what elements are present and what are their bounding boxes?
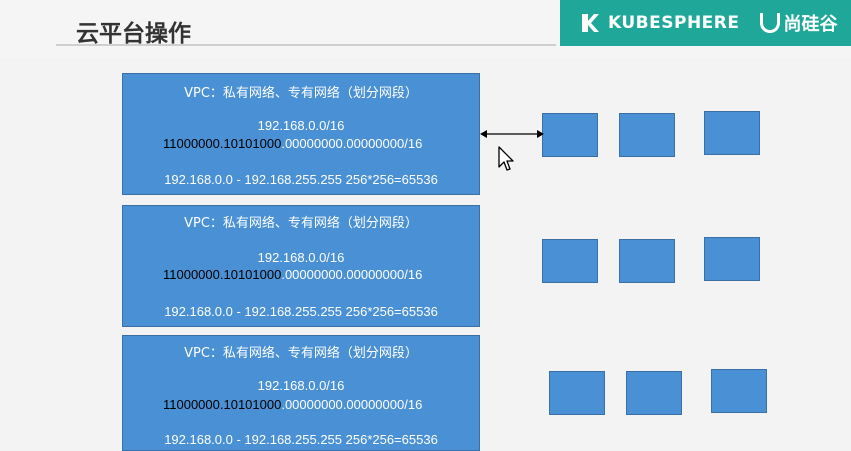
- brand-name: KUBESPHERE: [608, 13, 740, 33]
- header-bar: 云平台操作 KUBESPHERE 尚硅谷: [0, 0, 851, 58]
- instance-box: [704, 237, 760, 281]
- vpc-binary-host-part: .00000000.00000000/16: [281, 267, 423, 282]
- double-arrow-icon: [480, 130, 544, 138]
- vpc-binary: 11000000.10101000.00000000.00000000/16: [163, 397, 473, 412]
- instance-box: [542, 239, 598, 283]
- vpc-title: VPC：私有网络、专有网络（划分网段）: [184, 216, 418, 231]
- vpc-binary-host-part: .00000000.00000000/16: [281, 136, 423, 151]
- instance-box: [619, 113, 675, 157]
- instance-box: [619, 239, 675, 283]
- vpc-box-3: VPC：私有网络、专有网络（划分网段） 192.168.0.0/16 11000…: [122, 335, 480, 451]
- instance-box: [549, 371, 605, 415]
- vpc-title: VPC：私有网络、专有网络（划分网段）: [184, 346, 418, 361]
- mouse-cursor-icon: [498, 146, 514, 171]
- vpc-ip: 192.168.0.0/16: [257, 118, 345, 133]
- instance-box: [542, 113, 598, 157]
- vpc-title: VPC：私有网络、专有网络（划分网段）: [184, 86, 418, 101]
- vpc-binary: 11000000.10101000.00000000.00000000/16: [163, 136, 473, 151]
- page-title: 云平台操作: [76, 21, 191, 47]
- vpc-binary-network-part: 11000000.10101000: [163, 136, 282, 151]
- brand-banner: KUBESPHERE 尚硅谷: [560, 0, 851, 46]
- instance-box: [711, 369, 767, 413]
- brand-name-secondary: 尚硅谷: [783, 14, 838, 35]
- kubesphere-logo-icon: [582, 14, 599, 32]
- instance-box: [704, 111, 760, 155]
- atguigu-logo-icon: [759, 13, 780, 33]
- vpc-box-2: VPC：私有网络、专有网络（划分网段） 192.168.0.0/16 11000…: [122, 205, 480, 327]
- vpc-binary-network-part: 11000000.10101000: [163, 267, 282, 282]
- vpc-box-1: VPC：私有网络、专有网络（划分网段） 192.168.0.0/16 11000…: [122, 73, 480, 195]
- vpc-range: 192.168.0.0 - 192.168.255.255 256*256=65…: [164, 304, 438, 319]
- vpc-range: 192.168.0.0 - 192.168.255.255 256*256=65…: [164, 172, 438, 187]
- instance-box: [626, 371, 682, 415]
- vpc-range: 192.168.0.0 - 192.168.255.255 256*256=65…: [164, 432, 438, 447]
- vpc-ip: 192.168.0.0/16: [257, 250, 345, 265]
- title-underline: [56, 44, 556, 46]
- vpc-binary-host-part: .00000000.00000000/16: [281, 397, 423, 412]
- vpc-binary: 11000000.10101000.00000000.00000000/16: [163, 267, 473, 282]
- vpc-binary-network-part: 11000000.10101000: [163, 397, 282, 412]
- vpc-ip: 192.168.0.0/16: [257, 378, 345, 393]
